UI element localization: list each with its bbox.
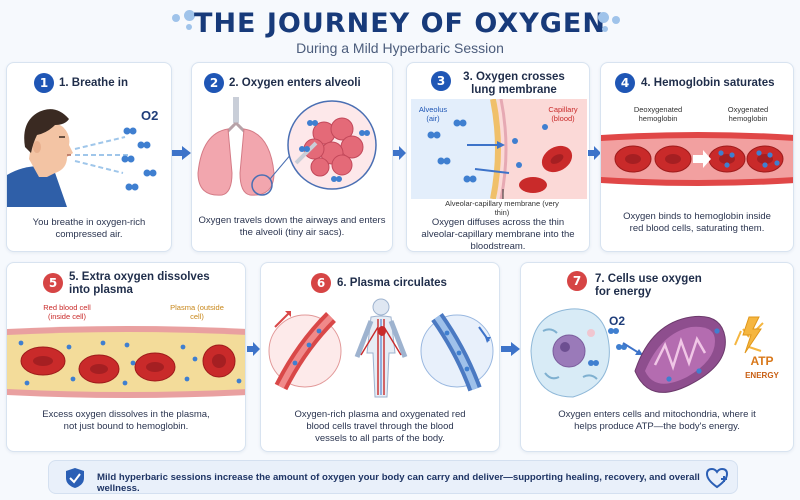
step-3-caption: Oxygen diffuses across the thin alveolar… (421, 217, 575, 252)
shield-check-icon (66, 468, 84, 488)
step-7-caption: Oxygen enters cells and mitochondria, wh… (558, 409, 756, 432)
step-6-card: 6 6. Plasma circulates Oxygen-rich plasm… (260, 262, 500, 452)
cell-mitochondria-illustration (530, 308, 764, 398)
footer-text: Mild hyperbaric sessions increase the am… (97, 472, 700, 494)
lungs-alveoli-illustration (197, 97, 377, 196)
step-3-card: 3 3. Oxygen crosses lung membrane Alveol… (406, 62, 590, 252)
capillary-label: Capillary (blood) (548, 105, 578, 123)
step-2-badge: 2 (204, 73, 224, 93)
membrane-label: Alveolar-capillary membrane (very thin) (445, 199, 559, 217)
step-6-badge: 6 (311, 273, 331, 293)
arrow-right-icon (172, 146, 191, 160)
oxygenated-label: Oxygenated hemoglobin (727, 105, 769, 123)
step-5-card: 5 5. Extra oxygen dissolves into plasma … (6, 262, 246, 452)
energy-label: ENERGY (745, 371, 779, 380)
step-5-caption: Excess oxygen dissolves in the plasma, n… (42, 409, 210, 432)
circulation-illustration (268, 298, 494, 398)
step-4-card: 4 4. Hemoglobin saturates Deoxygenated h… (600, 62, 794, 252)
o2-label: O2 (141, 108, 159, 123)
step-7-card: 7 7. Cells use oxygen for energy O2 ATP … (520, 262, 794, 452)
oxygen-molecules (121, 127, 157, 191)
page-title: THE JOURNEY OF OXYGEN (194, 8, 606, 39)
step-1-badge: 1 (34, 73, 54, 93)
page-subtitle: During a Mild Hyperbaric Session (296, 40, 504, 56)
step-7-badge: 7 (567, 271, 587, 291)
o2-label: O2 (609, 314, 626, 328)
step-4-caption: Oxygen binds to hemoglobin inside red bl… (623, 211, 771, 234)
step-7-title: 7. Cells use oxygen for energy (595, 273, 702, 298)
heart-plus-icon (705, 467, 729, 489)
step-3-title: 3. Oxygen crosses lung membrane (463, 71, 565, 96)
rbc-label: Red blood cell (inside cell) (43, 303, 91, 321)
plasma-label: Plasma (outside cell) (170, 303, 224, 321)
step-2-title: 2. Oxygen enters alveoli (229, 77, 361, 89)
arrow-right-icon (588, 146, 601, 160)
step-4-badge: 4 (615, 73, 635, 93)
step-1-card: 1 1. Breathe in O2 You breathe in oxygen… (6, 62, 172, 252)
alveolus-label: Alveolus (air) (418, 105, 448, 123)
arrow-right-icon (393, 146, 406, 160)
step-5-badge: 5 (43, 273, 63, 293)
atp-label: ATP (750, 354, 774, 368)
membrane-diffusion-illustration (411, 99, 587, 199)
step-6-caption: Oxygen-rich plasma and oxygenated red bl… (294, 409, 466, 444)
breathing-person-illustration (7, 109, 129, 207)
step-5-title: 5. Extra oxygen dissolves into plasma (69, 271, 210, 296)
step-2-caption: Oxygen travels down the airways and ente… (198, 215, 386, 238)
step-4-title: 4. Hemoglobin saturates (641, 77, 775, 89)
arrow-right-icon (501, 342, 520, 356)
arrow-right-icon (247, 342, 260, 356)
step-2-card: 2 2. Oxygen enters alveoli Oxygen travel… (191, 62, 393, 252)
step-6-title: 6. Plasma circulates (337, 277, 447, 289)
header: THE JOURNEY OF OXYGEN During a Mild Hype… (0, 0, 800, 58)
hemoglobin-vessel-illustration (601, 132, 793, 186)
plasma-vessel-illustration (7, 326, 245, 398)
step-1-caption: You breathe in oxygen-rich compressed ai… (32, 217, 146, 240)
deoxygenated-label: Deoxygenated hemoglobin (633, 105, 683, 123)
step-3-badge: 3 (431, 71, 451, 91)
step-1-title: 1. Breathe in (59, 77, 129, 89)
footer-banner: Mild hyperbaric sessions increase the am… (48, 460, 738, 494)
